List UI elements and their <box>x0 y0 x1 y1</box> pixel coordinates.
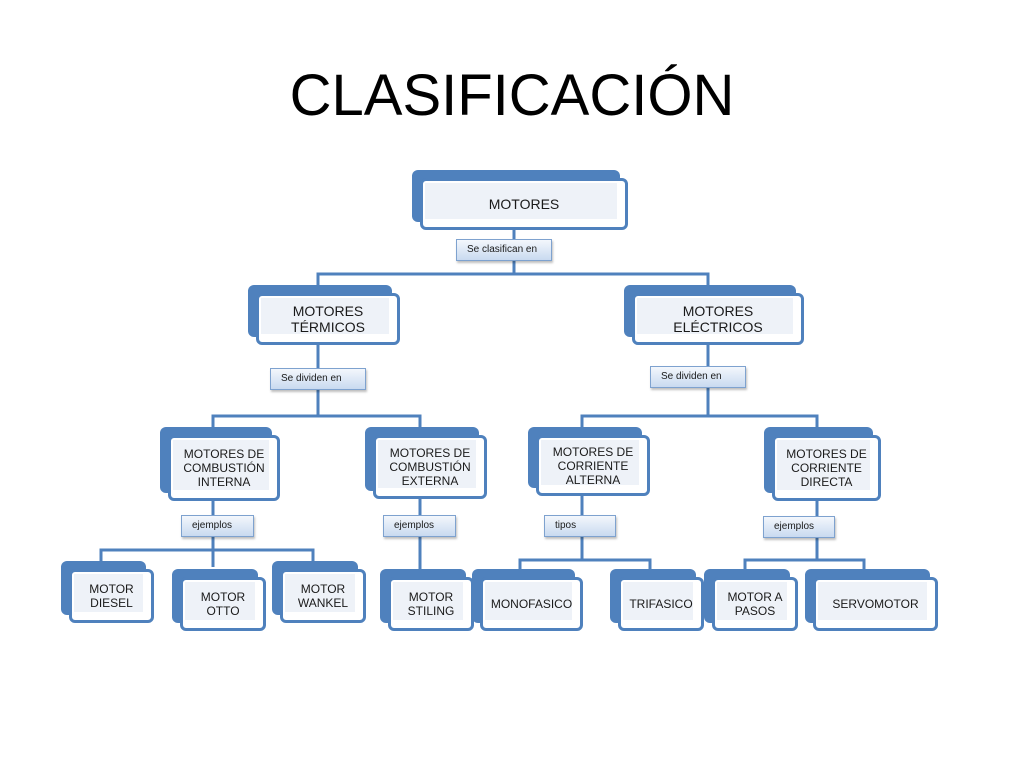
node-box: MOTOR A PASOS <box>712 577 798 631</box>
label-ejemplos-directa: ejemplos <box>763 516 835 538</box>
node-fill <box>185 582 255 620</box>
node-corriente-directa: MOTORES DE CORRIENTE DIRECTA <box>764 427 881 501</box>
label-ejemplos-externa: ejemplos <box>383 515 456 537</box>
node-fill <box>173 440 269 490</box>
node-fill <box>378 440 476 488</box>
node-combustion-externa: MOTORES DE COMBUSTIÓN EXTERNA <box>365 427 487 499</box>
node-box: MOTORES DE COMBUSTIÓN EXTERNA <box>373 435 487 499</box>
node-label: MOTORES DE COMBUSTIÓN EXTERNA <box>389 446 471 488</box>
node-box: MOTOR DIESEL <box>69 569 154 623</box>
node-label: MOTORES DE COMBUSTIÓN INTERNA <box>183 447 265 489</box>
node-label: MOTOR WANKEL <box>297 582 349 610</box>
connector-electricos <box>580 345 819 432</box>
node-fill <box>637 298 793 334</box>
node-combustion-interna: MOTORES DE COMBUSTIÓN INTERNA <box>160 427 280 501</box>
node-fill <box>541 440 639 485</box>
node-fill <box>261 298 389 334</box>
node-motores-electricos: MOTORES ELÉCTRICOS <box>624 285 804 345</box>
node-fill <box>393 582 463 620</box>
node-box: SERVOMOTOR <box>813 577 938 631</box>
node-box: MOTORES ELÉCTRICOS <box>632 293 804 345</box>
node-fill <box>74 574 143 612</box>
node-fill <box>485 582 572 620</box>
label-tipos: tipos <box>544 515 616 537</box>
node-box: MOTORES TÉRMICOS <box>256 293 400 345</box>
node-servomotor: SERVOMOTOR <box>805 569 938 631</box>
node-label: MOTOR OTTO <box>200 590 246 618</box>
node-label: MOTORES DE CORRIENTE ALTERNA <box>552 444 634 487</box>
node-label: MOTORES TÉRMICOS <box>291 303 365 335</box>
label-se-clasifican-en: Se clasifican en <box>456 239 552 261</box>
node-trifasico: TRIFASICO <box>610 569 704 631</box>
node-motor-stiling: MOTOR STILING <box>380 569 474 631</box>
node-motor-wankel: MOTOR WANKEL <box>272 561 366 623</box>
node-box: MONOFASICO <box>480 577 583 631</box>
node-box: MOTOR WANKEL <box>280 569 366 623</box>
node-box: MOTORES DE CORRIENTE ALTERNA <box>536 435 650 496</box>
node-label: MOTOR A PASOS <box>727 590 783 618</box>
node-box: MOTORES DE COMBUSTIÓN INTERNA <box>168 435 280 501</box>
node-motor-diesel: MOTOR DIESEL <box>61 561 154 623</box>
node-label: MOTOR STILING <box>407 590 455 618</box>
node-motores-termicos: MOTORES TÉRMICOS <box>248 285 400 345</box>
node-motores: MOTORES <box>412 170 628 230</box>
node-box: MOTORES <box>420 178 628 230</box>
node-fill <box>717 582 787 620</box>
diagram-title: CLASIFICACIÓN <box>289 63 735 128</box>
node-monofasico: MONOFASICO <box>472 569 583 631</box>
node-motor-a-pasos: MOTOR A PASOS <box>704 569 798 631</box>
node-box: MOTOR OTTO <box>180 577 266 631</box>
node-corriente-alterna: MOTORES DE CORRIENTE ALTERNA <box>528 427 650 496</box>
node-label: TRIFASICO <box>629 597 693 611</box>
node-label: MONOFASICO <box>490 597 573 611</box>
node-fill <box>818 582 927 620</box>
node-label: MOTORES ELÉCTRICOS <box>673 303 763 335</box>
node-fill <box>285 574 355 612</box>
node-box: MOTORES DE CORRIENTE DIRECTA <box>772 435 881 501</box>
node-fill <box>777 440 870 490</box>
node-fill <box>623 582 693 620</box>
node-fill <box>425 183 617 219</box>
node-label: MOTOR DIESEL <box>89 582 134 610</box>
label-se-dividen-en-termicos: Se dividen en <box>270 368 366 390</box>
node-motor-otto: MOTOR OTTO <box>172 569 266 631</box>
node-box: TRIFASICO <box>618 577 704 631</box>
node-box: MOTOR STILING <box>388 577 474 631</box>
label-ejemplos-interna: ejemplos <box>181 515 254 537</box>
label-se-dividen-en-electricos: Se dividen en <box>650 366 746 388</box>
node-label: MOTORES <box>488 196 560 212</box>
node-label: MOTORES DE CORRIENTE DIRECTA <box>786 447 867 489</box>
node-label: SERVOMOTOR <box>832 597 919 611</box>
